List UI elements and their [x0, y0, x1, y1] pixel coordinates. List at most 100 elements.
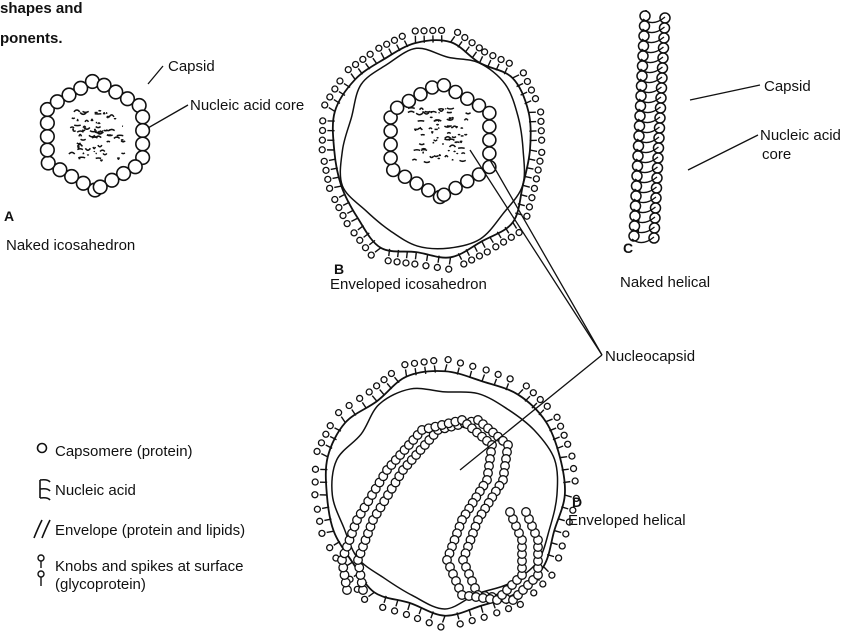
- surface-spike: [321, 454, 327, 457]
- capsomere: [636, 101, 646, 111]
- nucleic-acid-strand: [72, 118, 75, 119]
- surface-spike: [373, 58, 377, 64]
- legend-envelope-text: Envelope (protein and lipids): [55, 522, 245, 540]
- capsid-label-a: Capsid: [168, 58, 215, 76]
- surface-spike: [457, 621, 463, 627]
- surface-spike: [558, 423, 564, 429]
- surface-spike: [569, 453, 575, 459]
- surface-spike: [314, 448, 320, 454]
- surface-spike: [321, 158, 327, 164]
- surface-spike: [334, 186, 341, 187]
- nucleic-acid-strand: [96, 136, 102, 138]
- nucleic-acid-strand: [96, 127, 101, 128]
- capsomere: [658, 53, 668, 63]
- surface-spike: [560, 457, 567, 458]
- panel-caption-b: Enveloped icosahedron: [330, 276, 487, 294]
- envelope-icon: [34, 520, 50, 538]
- surface-spike: [312, 466, 318, 472]
- nucleic-acid-strand: [423, 111, 424, 112]
- nucleic-acid-strand: [103, 153, 107, 154]
- surface-spike: [415, 616, 421, 622]
- nucleic-acid-strand: [85, 148, 90, 150]
- nucleic-acid-strand: [434, 140, 437, 141]
- surface-spike: [351, 74, 355, 80]
- capsomere: [637, 71, 647, 81]
- capsomere: [461, 175, 474, 188]
- nucleic-acid-strand: [452, 160, 453, 161]
- capsomere: [639, 41, 649, 51]
- capsomere: [634, 131, 644, 141]
- surface-spike: [558, 519, 565, 521]
- surface-spike: [482, 49, 488, 55]
- surface-spike: [563, 531, 569, 537]
- surface-spike: [480, 56, 483, 63]
- surface-spike: [535, 167, 541, 173]
- capsomere: [506, 508, 515, 517]
- nucleic-acid-strand: [79, 134, 82, 136]
- nucleic-acid-strand: [107, 135, 111, 136]
- surface-spike: [381, 53, 384, 59]
- capsomere-icon: [38, 444, 47, 453]
- surface-spike: [470, 363, 476, 369]
- surface-spike: [358, 68, 362, 74]
- surface-spike: [517, 601, 523, 607]
- surface-spike: [323, 167, 329, 173]
- nucleic-acid-strand: [430, 117, 432, 118]
- nucleic-acid-strand: [91, 119, 93, 121]
- nucleic-acid-strand: [439, 155, 440, 156]
- capsomere: [639, 31, 649, 41]
- capsomere: [136, 110, 150, 124]
- surface-spike: [520, 70, 526, 76]
- legend-capsomere-text: Capsomere (protein): [55, 443, 193, 461]
- nucleic-acid-strand: [466, 113, 471, 114]
- nucleic-acid-strand: [114, 137, 120, 138]
- nucleic-acid-strand: [449, 145, 455, 147]
- nucleic-acid-strand: [107, 141, 110, 142]
- leader-nucleic-a: [148, 105, 188, 128]
- surface-spike: [403, 260, 409, 266]
- nucleic-acid-strand: [70, 127, 74, 128]
- capsomere: [657, 83, 667, 93]
- surface-spike: [472, 52, 476, 58]
- surface-spike: [501, 239, 507, 245]
- nucleic-acid-strand: [412, 159, 416, 160]
- nucleic-acid-strand: [437, 124, 439, 125]
- leader-nucleocapsid-d: [460, 355, 602, 470]
- surface-spike: [411, 360, 417, 366]
- surface-spike: [329, 108, 335, 112]
- surface-spike: [457, 360, 463, 366]
- naked-helical-drawing: [629, 10, 670, 243]
- nucleic-acid-strand: [74, 110, 80, 112]
- legend-glycoprotein-text: (glycoprotein): [55, 576, 146, 594]
- surface-spike: [337, 78, 343, 84]
- surface-spike: [490, 53, 496, 59]
- surface-spike: [481, 614, 487, 620]
- nucleic-acid-strand: [447, 108, 454, 109]
- surface-spike: [389, 49, 392, 55]
- capsomere: [654, 133, 664, 143]
- nucleic-acid-strand: [98, 132, 103, 133]
- capsomere: [414, 88, 427, 101]
- surface-spike: [327, 545, 333, 551]
- capsomere: [437, 188, 450, 201]
- nucleic-acid-strand: [121, 141, 125, 142]
- surface-spike: [341, 417, 345, 423]
- surface-spike: [385, 258, 391, 264]
- nucleic-acid-strand: [78, 146, 79, 148]
- nucleic-acid-strand: [77, 143, 81, 144]
- surface-spike: [561, 432, 567, 438]
- surface-spike: [538, 128, 544, 134]
- surface-spike: [421, 359, 427, 365]
- nucleic-acid-strand: [414, 150, 420, 151]
- surface-spike: [327, 185, 333, 191]
- nucleic-acid-strand: [103, 113, 104, 115]
- nucleic-acid-strand: [432, 131, 433, 133]
- surface-spike: [344, 221, 350, 227]
- surface-spike: [469, 257, 475, 263]
- surface-spike: [495, 371, 501, 377]
- envelope-outer: [333, 40, 531, 257]
- panel-caption-d: Enveloped helical: [568, 512, 686, 530]
- header-line-1: shapes and: [0, 0, 83, 18]
- nucleic-acid-strand: [430, 111, 436, 112]
- surface-spike: [423, 263, 429, 269]
